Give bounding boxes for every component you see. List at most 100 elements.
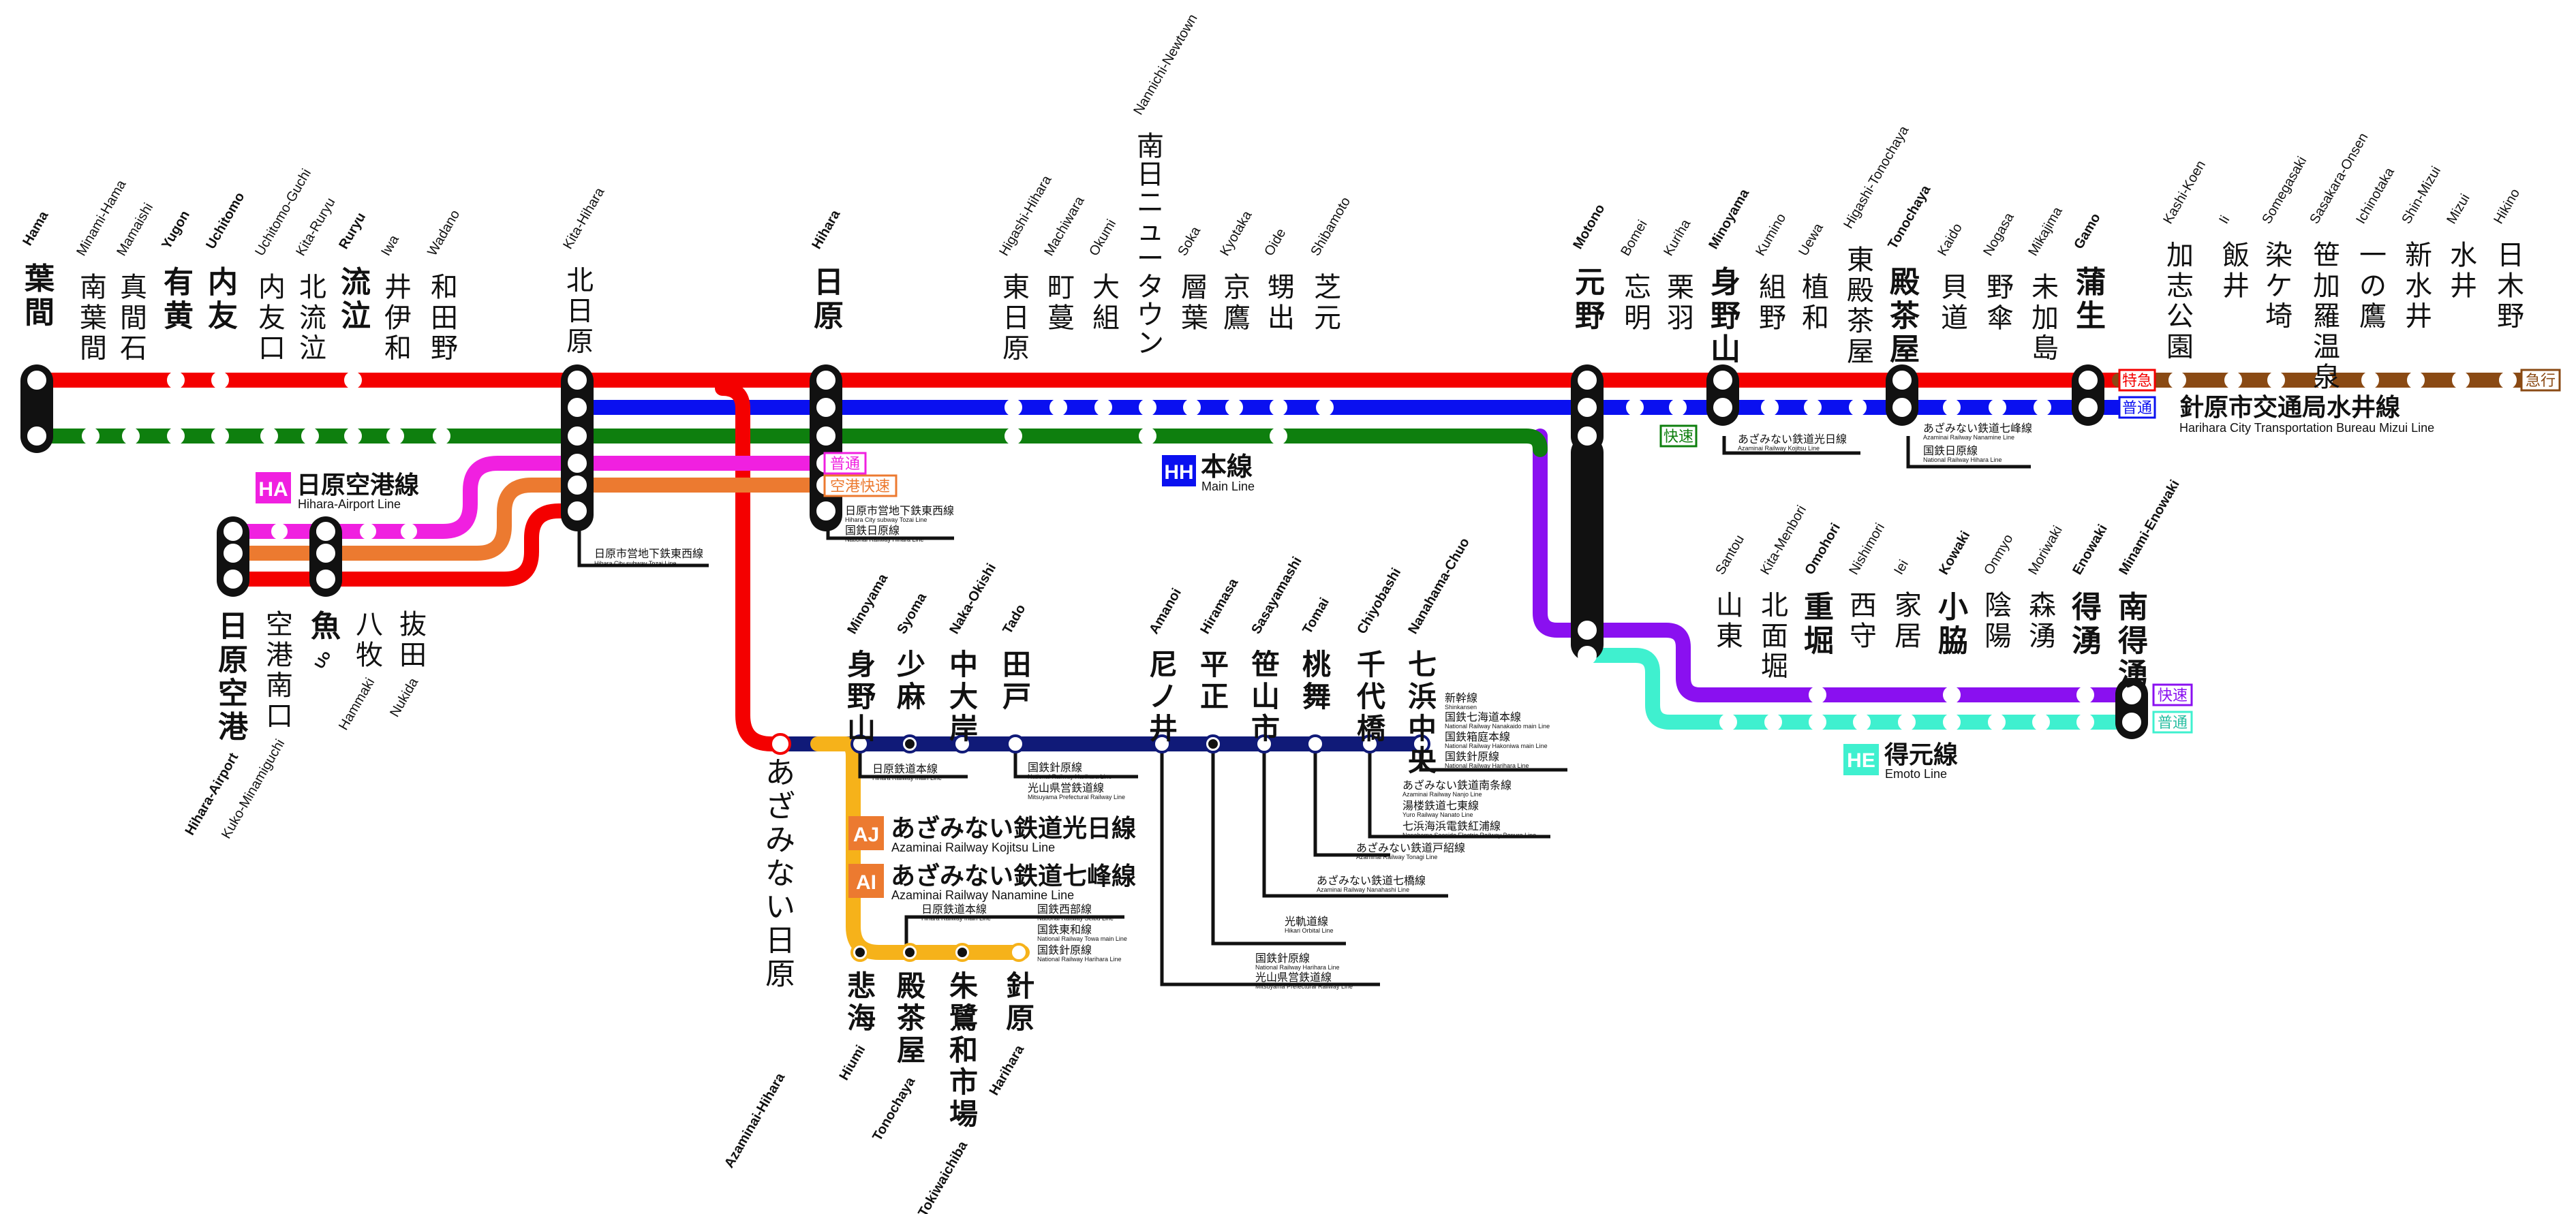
box-dot-5-0[interactable] — [1892, 371, 1912, 390]
station-dot-local-nogasa[interactable] — [1989, 399, 2006, 416]
station-dot-local-kaido[interactable] — [1943, 399, 1961, 416]
box-dot-7-2[interactable] — [224, 570, 243, 589]
box-dot-3-0[interactable] — [1578, 371, 1597, 390]
nanamine-dot-inner-2[interactable] — [957, 948, 967, 957]
station-dot-local-machiwara[interactable] — [1049, 399, 1067, 416]
nanamine-dot-inner-0[interactable] — [855, 948, 865, 957]
emoto-dot-local-5[interactable] — [1943, 713, 1961, 731]
emoto-dot-rapid-5[interactable] — [1943, 686, 1961, 704]
airport-dot-0[interactable] — [271, 523, 288, 540]
box-dot-9-0[interactable] — [2122, 685, 2141, 704]
station-box-hama[interactable] — [20, 364, 53, 453]
station-dot-mizui-1[interactable] — [2168, 371, 2186, 389]
box-dot-9-1[interactable] — [2122, 713, 2141, 732]
emoto-dot-local-4[interactable] — [1898, 713, 1916, 731]
station-dot-mizui-2[interactable] — [2224, 371, 2242, 389]
box-dot-3-4[interactable] — [1578, 646, 1597, 665]
box-dot-8-2[interactable] — [316, 570, 335, 589]
station-dot-mizui-7[interactable] — [2452, 371, 2470, 389]
nanamine-dot-3[interactable] — [1009, 943, 1028, 962]
box-dot-6-1[interactable] — [2079, 398, 2098, 417]
station-dot-local-nannichi-newtown[interactable] — [1139, 399, 1156, 416]
box-dot-1-0[interactable] — [568, 371, 587, 390]
station-dot-mizui-5[interactable] — [2361, 371, 2379, 389]
station-dot-rapid-iwa[interactable] — [386, 427, 404, 445]
azamina-dot-1[interactable] — [850, 734, 870, 753]
station-dot-rapid-wadano[interactable] — [433, 427, 450, 445]
station-dot-local-higashi-hihara[interactable] — [1005, 399, 1022, 416]
azamina-dot-inner-2[interactable] — [905, 739, 915, 749]
station-dot-mizui-8[interactable] — [2499, 371, 2517, 389]
station-dot-local-bomei[interactable] — [1626, 399, 1644, 416]
box-dot-1-5[interactable] — [568, 501, 587, 520]
emoto-dot-local-7[interactable] — [2032, 713, 2050, 731]
nanamine-dot-inner-1[interactable] — [905, 948, 915, 957]
box-dot-1-2[interactable] — [568, 426, 587, 446]
emoto-dot-rapid-8[interactable] — [2076, 686, 2094, 704]
station-dot-local-soka[interactable] — [1183, 399, 1201, 416]
emoto-dot-local-8[interactable] — [2076, 713, 2094, 731]
box-dot-2-5[interactable] — [816, 501, 835, 520]
box-dot-2-1[interactable] — [816, 398, 835, 417]
box-dot-3-1[interactable] — [1578, 398, 1597, 417]
station-dot-rapid-higashi-hihara[interactable] — [1005, 427, 1022, 445]
station-dot-mizui-3[interactable] — [2267, 371, 2285, 389]
box-dot-8-1[interactable] — [316, 544, 335, 563]
station-dot-local-uewa[interactable] — [1804, 399, 1822, 416]
station-dot-rapid-kita-ruryu[interactable] — [301, 427, 319, 445]
station-dot-mizui-4[interactable] — [2315, 371, 2333, 389]
station-dot-rapid-mamaishi[interactable] — [122, 427, 140, 445]
azamina-dot-inner-6[interactable] — [1208, 739, 1218, 749]
box-dot-4-1[interactable] — [1713, 398, 1732, 417]
azamina-dot-10[interactable] — [1411, 734, 1430, 753]
station-dot-ruryu[interactable] — [344, 371, 362, 389]
station-dot-local-shibamoto[interactable] — [1316, 399, 1334, 416]
box-dot-1-1[interactable] — [568, 398, 587, 417]
station-dot-local-mikajima[interactable] — [2034, 399, 2051, 416]
box-dot-1-3[interactable] — [568, 454, 587, 473]
box-dot-7-1[interactable] — [224, 544, 243, 563]
station-dot-rapid-uchitomo[interactable] — [211, 427, 229, 445]
emoto-dot-local-1[interactable] — [1764, 713, 1782, 731]
box-dot-0-1[interactable] — [27, 426, 46, 446]
station-dot-local-kuriha[interactable] — [1669, 399, 1687, 416]
station-dot-uchitomo[interactable] — [211, 371, 229, 389]
box-dot-2-0[interactable] — [816, 371, 835, 390]
station-dot-mizui-6[interactable] — [2407, 371, 2425, 389]
station-dot-rapid-minami-hama[interactable] — [82, 427, 99, 445]
azamina-dot-4[interactable] — [1006, 734, 1025, 753]
box-dot-3-3[interactable] — [1578, 621, 1597, 640]
station-dot-rapid-ruryu[interactable] — [344, 427, 362, 445]
station-dot-rapid-uchitomo-guchi[interactable] — [260, 427, 278, 445]
azamina-dot-3[interactable] — [953, 734, 972, 753]
station-dot-local-higashi-tonochaya[interactable] — [1849, 399, 1867, 416]
station-dot-local-kumino[interactable] — [1761, 399, 1779, 416]
airport-dot-1[interactable] — [316, 523, 333, 540]
box-dot-4-0[interactable] — [1713, 371, 1732, 390]
station-dot-local-okumi[interactable] — [1094, 399, 1112, 416]
airport-dot-3[interactable] — [401, 523, 417, 540]
box-dot-1-4[interactable] — [568, 476, 587, 495]
box-dot-2-2[interactable] — [816, 426, 835, 446]
box-dot-6-0[interactable] — [2079, 371, 2098, 390]
azamina-dot-0[interactable] — [769, 733, 791, 755]
box-dot-3-2[interactable] — [1578, 426, 1597, 446]
azamina-dot-5[interactable] — [1152, 734, 1171, 753]
emoto-dot-local-6[interactable] — [1988, 713, 2006, 731]
station-dot-yugon[interactable] — [167, 371, 185, 389]
azamina-dot-7[interactable] — [1255, 734, 1274, 753]
station-dot-local-oide[interactable] — [1270, 399, 1287, 416]
emoto-dot-rapid-2[interactable] — [1809, 686, 1826, 704]
azamina-dot-9[interactable] — [1360, 734, 1379, 753]
airport-dot-2[interactable] — [360, 523, 376, 540]
emoto-dot-local-0[interactable] — [1719, 713, 1737, 731]
box-dot-0-0[interactable] — [27, 371, 46, 390]
azamina-dot-8[interactable] — [1306, 734, 1325, 753]
box-dot-5-1[interactable] — [1892, 398, 1912, 417]
station-dot-local-kyotaka[interactable] — [1225, 399, 1243, 416]
station-dot-rapid-nannichi-newtown[interactable] — [1139, 427, 1156, 445]
station-dot-rapid-oide[interactable] — [1270, 427, 1287, 445]
box-dot-7-0[interactable] — [224, 522, 243, 541]
emoto-dot-local-3[interactable] — [1853, 713, 1871, 731]
emoto-dot-local-2[interactable] — [1809, 713, 1826, 731]
